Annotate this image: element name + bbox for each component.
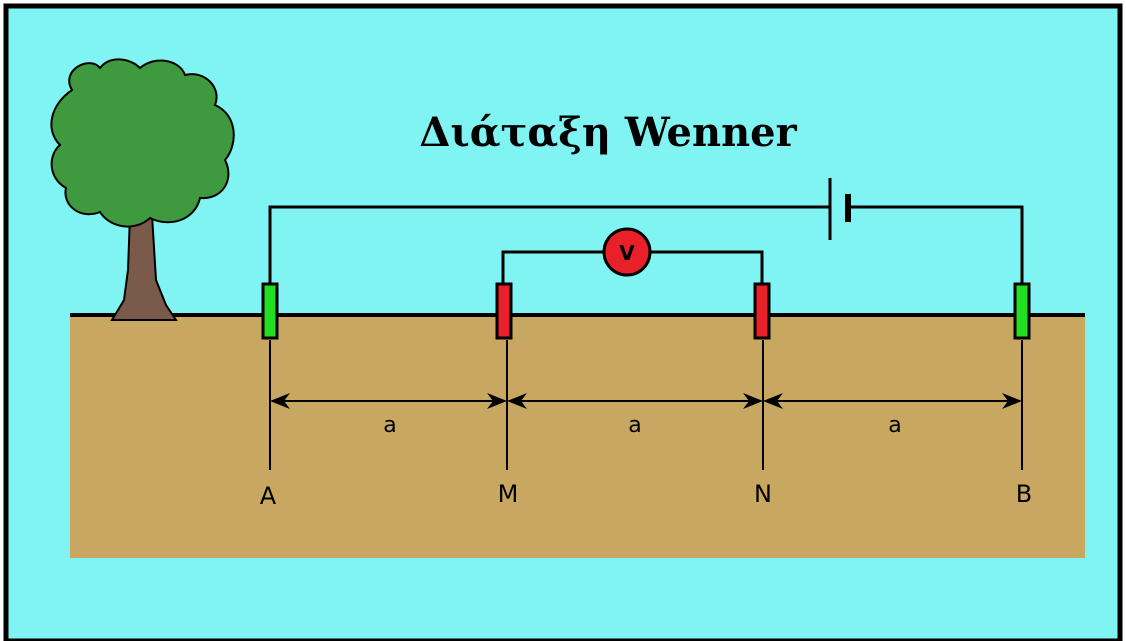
voltmeter-icon: V <box>602 227 652 277</box>
diagram-title: Διάταξη Wenner <box>419 109 797 156</box>
spacing-label-am: a <box>383 413 396 438</box>
potential-circuit-wire <box>501 250 764 285</box>
electrode-b <box>1013 282 1031 340</box>
electrode-label-n: N <box>754 480 772 508</box>
battery-icon <box>828 178 851 240</box>
electrode-a <box>261 282 279 340</box>
current-circuit-wire <box>268 205 1024 285</box>
electrode-m <box>495 282 513 340</box>
ground <box>70 315 1085 558</box>
electrode-label-a: A <box>260 482 277 510</box>
electrode-label-m: M <box>498 480 519 508</box>
voltmeter-label: V <box>619 241 635 265</box>
electrode-label-b: B <box>1016 480 1032 508</box>
spacing-label-mn: a <box>628 413 641 438</box>
tree-icon <box>50 58 235 321</box>
spacing-label-nb: a <box>888 413 901 438</box>
electrode-n <box>753 282 771 340</box>
